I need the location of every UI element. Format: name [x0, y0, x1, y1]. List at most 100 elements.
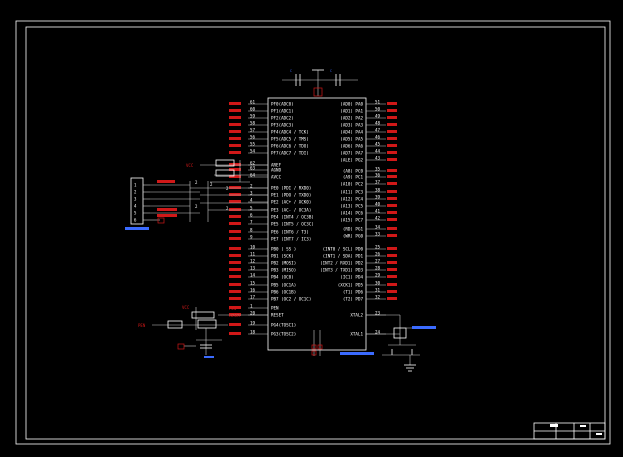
net-label-mark [229, 193, 241, 196]
pin-number: 47 [375, 127, 381, 132]
pin-number: 51 [375, 99, 381, 104]
pin-number: 60 [250, 106, 256, 111]
pin-name: (AD5) PA5 [340, 137, 363, 142]
net-label-mark [229, 175, 241, 178]
pin-number: 17 [250, 294, 256, 299]
net-label-mark [229, 116, 241, 119]
net-label-mark [229, 123, 241, 126]
pin-number: 57 [250, 127, 256, 132]
mcu-right-pin: 30(XCK1) PD5 [338, 280, 397, 288]
net-label-mark [387, 151, 397, 154]
net-label-mark [229, 247, 241, 250]
outer-frame [15, 20, 611, 445]
net-label-mark [229, 208, 241, 211]
pin-name: PF5(ADC5 / TMS) [271, 137, 309, 142]
pin-name: (AD6) PA6 [340, 144, 363, 149]
connector-pin: 3 [134, 196, 150, 201]
mcu-right-pin: 35(A8) PC0 [343, 166, 397, 174]
mcu-right-pin: 40(A13) PC5 [340, 201, 397, 209]
title-block [533, 422, 606, 440]
mcu-right-pin: 29(IC1) PD4 [340, 272, 397, 280]
net-label-mark [229, 102, 241, 105]
mcu-right-pin: 34(RD) PG1 [343, 224, 397, 232]
net-label-mark [229, 222, 241, 225]
pin-name: PE2 (AC+ / XCK0) [271, 200, 311, 205]
pin-name: PF4(ADC4 / TCK) [271, 130, 309, 135]
pin-name: PE5 (INT5 / OC3C) [271, 222, 314, 227]
pin-name: PF1(ADC1) [271, 109, 294, 114]
net-label-mark [387, 227, 397, 230]
svg-text:2: 2 [226, 186, 229, 191]
pin-name: PF2(ADC2) [271, 116, 294, 121]
pin-number: 7 [250, 219, 253, 224]
net-label-mark [229, 261, 241, 264]
pin-name: XTAL1 [350, 332, 363, 337]
pin-number: 29 [375, 272, 381, 277]
pin-number: 42 [375, 215, 381, 220]
pin-name: PB2 (MOSI) [271, 261, 296, 266]
pin-number: 9 [250, 234, 253, 239]
mcu-right-pin: 44(AD7) PA7 [340, 148, 397, 156]
net-label-mark [387, 197, 397, 200]
net-label-mark [229, 306, 241, 309]
mcu-bottom-pins [311, 330, 323, 356]
net-label-mark [229, 268, 241, 271]
pin-name: (A14) PC6 [340, 211, 363, 216]
pin-number: 12 [250, 258, 256, 263]
pin-name: (T2) PD7 [343, 297, 364, 302]
pin-name: (A8) PC0 [343, 169, 364, 174]
mcu-right-pin: 48(AD3) PA3 [340, 120, 397, 128]
net-label-mark [229, 163, 241, 166]
pin-name: (AD3) PA3 [340, 123, 363, 128]
mcu-right-pin: 45 (AD6) PA6 [340, 141, 397, 149]
pin-name: (AD1) PA1 [340, 109, 363, 114]
mcu-right-pin: 26(INT1 / SDA) PD1 [323, 251, 397, 259]
mcu-right-pin: 37(A10) PC2 [340, 179, 397, 187]
net-label-mark [229, 332, 241, 335]
vcc-net-label: VCC [186, 163, 194, 168]
net-label-mark [229, 130, 241, 133]
net-label-mark [229, 215, 241, 218]
net-label-mark [229, 230, 241, 233]
mcu-right-pin: 32 (T2) PD7 [343, 294, 397, 302]
connector-pin: 2 [134, 189, 150, 194]
pin-name: (WR) PG0 [343, 234, 364, 239]
pin-name: AREF [271, 163, 282, 168]
net-label-mark [229, 168, 241, 171]
connector-pin-number: 4 [134, 203, 137, 208]
pin-name: PE0 (PDI / RXD0) [271, 186, 311, 191]
crystal-circuit [340, 314, 436, 372]
pin-number: 59 [250, 113, 256, 118]
pin-name: PB6 (OC1B) [271, 290, 296, 295]
pin-name: (AD0) PA0 [340, 102, 363, 107]
pin-number: 44 [375, 148, 381, 153]
mcu-right-pin: 39(A12) PC4 [340, 194, 397, 202]
connector-pin: 4 [134, 203, 150, 208]
mcu-right-pin: 49(AD2) PA2 [340, 113, 397, 121]
pin-name: PB1 (SCK) [271, 254, 294, 259]
net-label-mark [229, 275, 241, 278]
mcu-right-pin: 33(WR) PG0 [343, 231, 397, 239]
pin-name: (A10) PC2 [340, 182, 363, 187]
mcu-right-pin: 51 (AD0) PA0 [340, 99, 397, 107]
pin-number: 23 [375, 310, 381, 315]
pin-name: (INT3 / TXD1) PD3 [320, 268, 363, 273]
reset-circuit: VCC PEN RESET PEN [138, 305, 268, 358]
connector-pin-number: 1 [134, 182, 137, 187]
net-label-mark [229, 151, 241, 154]
aref-circuit: VCC [186, 159, 268, 183]
pin-number: 32 [375, 294, 381, 299]
svg-text:2: 2 [210, 182, 213, 187]
connector-pin: 5 [134, 210, 150, 215]
net-label-mark [387, 261, 397, 264]
pin-number: 45 [375, 141, 381, 146]
